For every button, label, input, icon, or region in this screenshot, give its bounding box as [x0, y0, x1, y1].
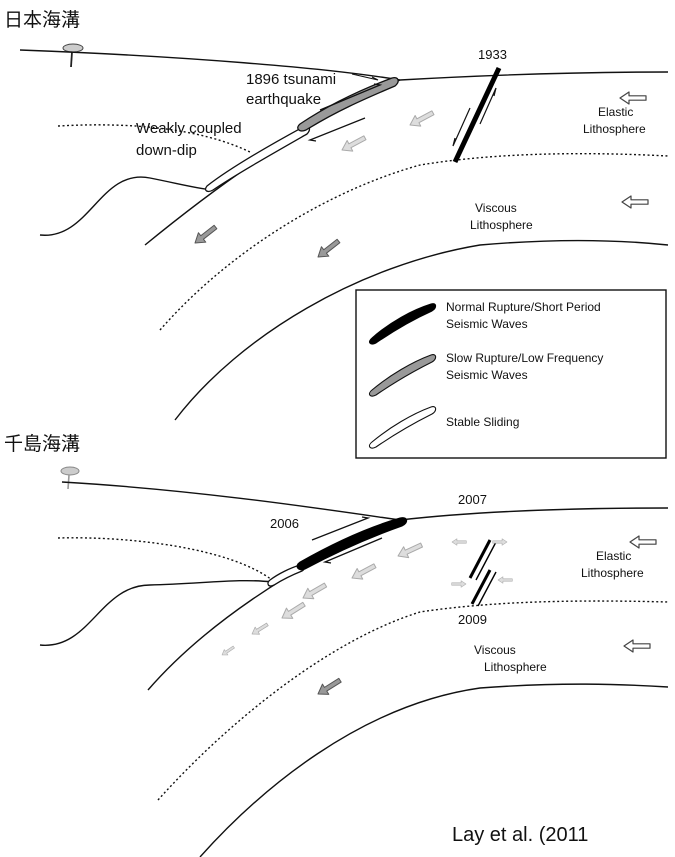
- plate-dotted-top: [157, 600, 669, 801]
- legend-swatch-white: [368, 406, 437, 449]
- slab-arrow: [299, 579, 330, 604]
- label-viscous-line1: Viscous: [475, 201, 517, 215]
- label-2009: 2009: [458, 612, 487, 627]
- slab-arrow: [278, 598, 308, 624]
- fault-arrow: [497, 576, 513, 584]
- top-title: 日本海溝: [4, 9, 80, 31]
- label-elastic-line1: Elastic: [598, 105, 633, 119]
- legend: Normal Rupture/Short Period Seismic Wave…: [355, 289, 667, 459]
- label-1896-pointer: [351, 73, 379, 81]
- weak-zone-dotted: [57, 124, 251, 153]
- label-2007: 2007: [458, 492, 487, 507]
- label-viscous-line2: Lithosphere: [470, 218, 533, 232]
- station-pin-icon: [62, 43, 84, 68]
- station-pin-icon: [60, 466, 80, 490]
- bottom-panel: 千島海溝: [4, 433, 669, 857]
- fault-arrow: [451, 580, 467, 588]
- legend-item-2-line1: Slow Rupture/Low Frequency: [446, 351, 603, 365]
- label-1933: 1933: [478, 47, 507, 62]
- label-1896-line1: 1896 tsunami: [246, 71, 336, 88]
- rupture-2006-patch: [296, 517, 408, 571]
- slab-arrow: [314, 674, 344, 700]
- stable-sliding-patch: [267, 564, 306, 587]
- label-weak-line1: Weakly coupled: [136, 120, 242, 137]
- slip-arrow-upper: [319, 83, 383, 111]
- slab-arrow: [348, 559, 379, 584]
- plate-bottom: [199, 683, 669, 857]
- slow-rupture-patch: [297, 76, 399, 132]
- slip-arrow-upper: [311, 516, 371, 541]
- citation: Lay et al. (2011: [452, 824, 588, 846]
- surface-line: [61, 481, 669, 521]
- slab-arrow: [406, 106, 437, 131]
- plate-motion-arrow: [623, 639, 651, 653]
- fault-2007: [468, 539, 497, 581]
- slab-top: [147, 519, 401, 691]
- label-2006: 2006: [270, 516, 299, 531]
- label-elastic-line2: Lithosphere: [581, 566, 644, 580]
- label-viscous-line1: Viscous: [474, 643, 516, 657]
- fault-2009: [470, 569, 497, 607]
- stable-sliding-patch: [204, 124, 311, 193]
- fault-arrow: [451, 538, 467, 546]
- label-weak-line2: down-dip: [136, 142, 197, 159]
- slab-arrow: [190, 221, 220, 249]
- label-1896-line2: earthquake: [246, 91, 321, 108]
- plate-dotted-top: [159, 152, 669, 331]
- slab-arrow: [394, 539, 425, 562]
- legend-item-3-line1: Stable Sliding: [446, 415, 519, 429]
- slab-arrow: [249, 620, 271, 638]
- legend-item-2-line2: Seismic Waves: [446, 368, 528, 382]
- slip-arrow-lower: [322, 537, 383, 564]
- slab-arrow: [313, 235, 343, 263]
- wedge-base: [39, 579, 273, 646]
- legend-swatch-black: [368, 303, 437, 345]
- label-elastic-line1: Elastic: [596, 549, 631, 563]
- plate-bottom: [174, 239, 669, 421]
- label-viscous-line2: Lithosphere: [484, 660, 547, 674]
- slab-arrow: [338, 131, 369, 156]
- fault-1933: [452, 66, 502, 164]
- slip-arrow-lower: [307, 117, 366, 142]
- legend-item-1-line2: Seismic Waves: [446, 317, 528, 331]
- wedge-base: [39, 176, 213, 236]
- plate-motion-arrow: [619, 91, 647, 105]
- plate-motion-arrow: [621, 195, 649, 209]
- slab-arrow: [219, 643, 236, 659]
- legend-item-1-line1: Normal Rupture/Short Period: [446, 300, 601, 314]
- top-panel: 日本海溝: [4, 9, 669, 421]
- weak-zone-dotted: [57, 537, 273, 581]
- plate-motion-arrow: [629, 535, 657, 549]
- bottom-title: 千島海溝: [4, 433, 80, 455]
- surface-line: [19, 49, 669, 81]
- legend-swatch-gray: [368, 354, 437, 397]
- label-elastic-line2: Lithosphere: [583, 122, 646, 136]
